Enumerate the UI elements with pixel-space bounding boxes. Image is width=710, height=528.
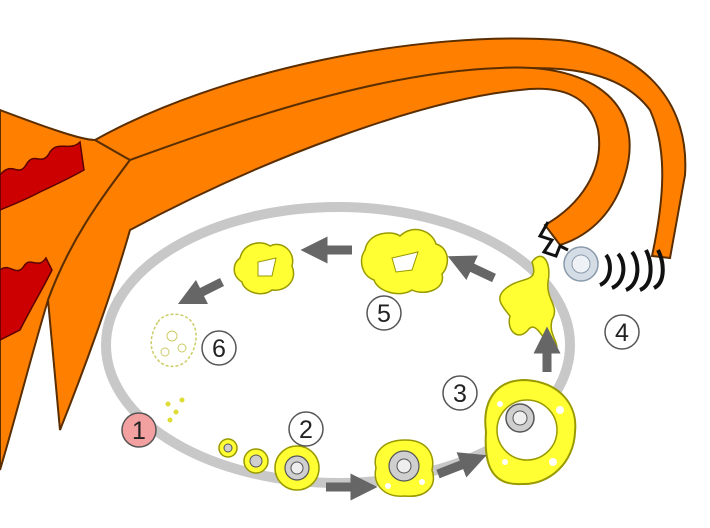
fimbriae [537, 221, 665, 292]
follicles [150, 228, 577, 497]
stage-label-4: 4 [604, 314, 640, 350]
primary-follicle [243, 448, 269, 474]
uterine-lining-lower [0, 256, 53, 341]
stage-label-5-circle [366, 295, 402, 331]
corpus-luteum-large [360, 228, 449, 295]
stage-label-3-text: 3 [453, 380, 467, 408]
stage-label-2-circle [288, 411, 324, 447]
primordial-follicle-small [218, 438, 238, 458]
secondary-follicle [274, 445, 320, 491]
graafian-follicle [484, 378, 577, 486]
stage-label-4-circle [604, 314, 640, 350]
corpus-albicans [150, 313, 197, 368]
corpus-luteum-small [233, 242, 295, 295]
arrow-3-to-4 [436, 452, 487, 479]
released-egg [563, 246, 599, 282]
stage-label-3: 3 [442, 375, 478, 411]
uterine-lining-upper [0, 140, 85, 211]
stage-label-1: 1 [121, 412, 157, 448]
stage-label-1-text: 1 [132, 417, 146, 445]
stage-label-5: 5 [366, 295, 402, 331]
fimbria-right [598, 249, 665, 292]
oocyte-fragments [165, 397, 185, 423]
stage-label-4-text: 4 [615, 319, 629, 347]
cycle-arrows [177, 236, 561, 501]
stage-label-3-circle [442, 375, 478, 411]
arrow-corpus-luteum-to-6 [177, 277, 225, 305]
stage-label-6: 6 [201, 330, 237, 366]
stage-label-5-text: 5 [377, 300, 391, 328]
tertiary-follicle [374, 439, 435, 497]
tube-lower-body [46, 66, 631, 431]
stage-label-2-text: 2 [299, 416, 313, 444]
stage-label-6-text: 6 [212, 335, 226, 363]
fimbria-left [537, 221, 569, 258]
fallopian-tube [46, 37, 687, 431]
stage-label-2: 2 [288, 411, 324, 447]
uterus [0, 108, 132, 471]
stage-label-1-circle [121, 412, 157, 448]
stage-label-6-circle [201, 330, 237, 366]
arrow-ovulation-to-5 [447, 255, 496, 283]
